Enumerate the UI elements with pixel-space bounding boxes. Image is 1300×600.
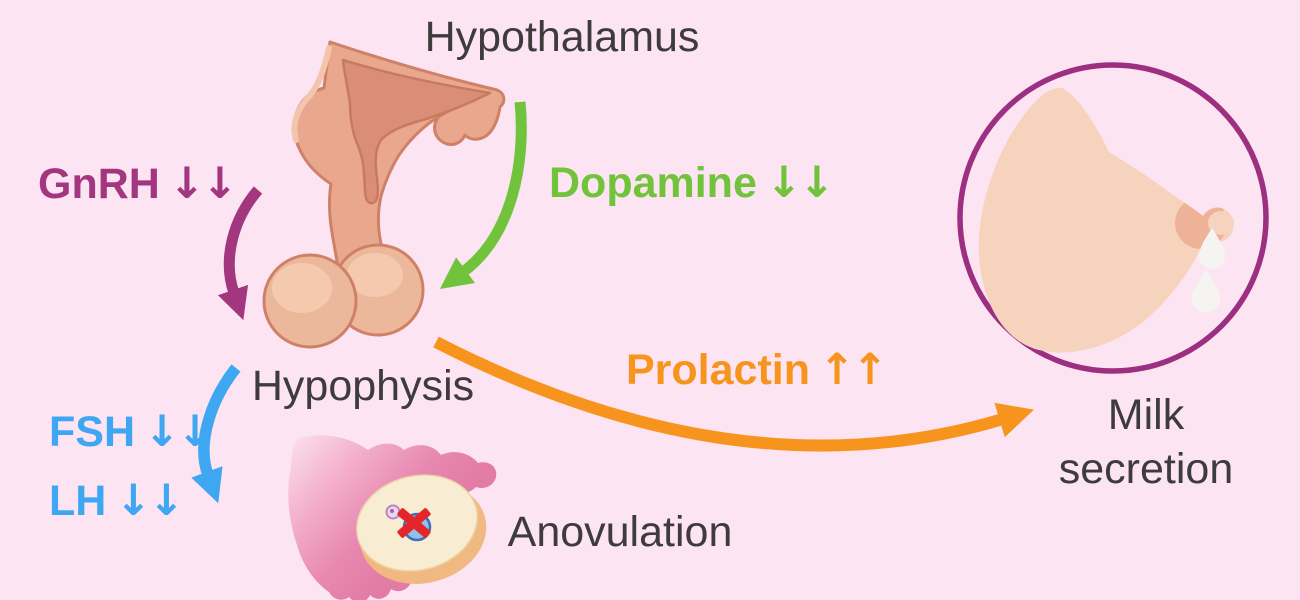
lh-text: LH — [49, 477, 107, 525]
fsh-decrease-arrows-icon: ↓↓ — [144, 407, 213, 457]
dopamine-decrease-arrows-icon: ↓↓ — [765, 158, 835, 208]
hypophysis-label: Hypophysis — [251, 362, 475, 410]
milk-secretion-label: Milk secretion — [1059, 388, 1233, 496]
ovary-illustration — [288, 435, 497, 600]
pituitary-left-highlight — [272, 263, 332, 313]
egg-nucleus — [390, 509, 394, 513]
milk-secretion-line1: Milk — [1107, 391, 1185, 439]
circle-frame — [957, 62, 1269, 374]
gnrh-arrow — [217, 186, 263, 321]
hypothalamus-inner-shade — [341, 58, 492, 205]
dopamine-arrow — [439, 101, 527, 290]
lh-label: LH↓↓ — [49, 476, 184, 526]
red-x-icon — [397, 508, 431, 538]
nipple — [1208, 211, 1234, 235]
hypothalamus-highlight — [291, 45, 332, 143]
fsh-label: FSH↓↓ — [49, 407, 213, 457]
breast-skin — [978, 87, 1234, 353]
gnrh-decrease-arrows-icon: ↓↓ — [168, 159, 238, 209]
dopamine-text: Dopamine — [549, 159, 757, 207]
prolactin-increase-arrows-icon: ↑↑ — [819, 345, 888, 395]
fsh-lh-arrow — [191, 364, 241, 504]
gnrh-label: GnRH↓↓ — [38, 159, 238, 209]
breast-illustration — [957, 62, 1269, 374]
hypothalamus-label: Hypothalamus — [424, 13, 700, 61]
fsh-text: FSH — [49, 408, 135, 456]
prolactin-label: Prolactin↑↑ — [626, 345, 888, 395]
anovulation-label: Anovulation — [507, 508, 733, 556]
pituitary-right-highlight — [347, 253, 403, 297]
milk-drop — [1199, 228, 1225, 269]
pituitary-gland — [262, 243, 425, 349]
hypothalamus-illustration — [262, 40, 506, 349]
milk-secretion-line2: secretion — [1058, 445, 1234, 493]
prolactin-text: Prolactin — [626, 346, 810, 394]
gnrh-text: GnRH — [38, 160, 160, 208]
prolactin-arrow — [433, 336, 1035, 452]
lh-decrease-arrows-icon: ↓↓ — [115, 476, 184, 526]
milk-drop — [1192, 270, 1220, 312]
dopamine-label: Dopamine↓↓ — [549, 158, 835, 208]
